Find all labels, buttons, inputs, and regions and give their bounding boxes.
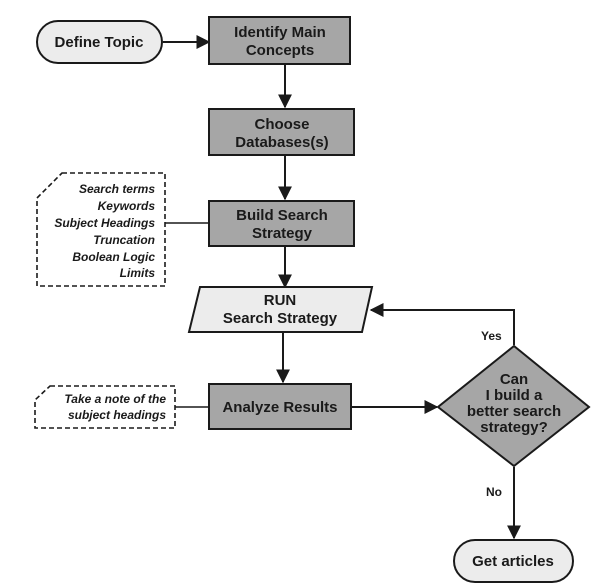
identify-concepts-shape — [208, 16, 351, 65]
run-strategy-node: RUN Search Strategy — [187, 286, 374, 333]
run-strategy-label-line-1: RUN — [264, 292, 297, 309]
build-strategy-node: Build Search Strategy — [208, 200, 355, 247]
decision-label-line-1: Can — [500, 371, 528, 388]
get-articles-node: Get articles — [453, 539, 574, 583]
subject-headings-note-shape — [34, 385, 176, 429]
decision-shape — [436, 344, 591, 468]
search-terms-note-line-2: Keywords — [98, 199, 156, 213]
decision-node: Can I build a better search strategy? — [436, 344, 591, 468]
yes-label: Yes — [481, 329, 502, 343]
run-strategy-shape — [187, 286, 374, 333]
decision-label-line-3: better search — [467, 403, 561, 420]
connectors — [163, 35, 521, 540]
analyze-results-node: Analyze Results — [208, 383, 352, 430]
subject-headings-note-line-1: Take a note of the — [64, 392, 166, 406]
search-terms-note-line-3: Subject Headings — [54, 216, 155, 230]
build-strategy-label-line-1: Build Search — [236, 207, 328, 224]
search-terms-note-line-5: Boolean Logic — [72, 250, 155, 264]
define-topic-shape — [36, 20, 163, 64]
get-articles-label: Get articles — [472, 553, 554, 570]
search-terms-note-line-4: Truncation — [93, 233, 155, 247]
run-strategy-label-line-2: Search Strategy — [223, 310, 338, 327]
choose-databases-shape — [208, 108, 355, 156]
choose-databases-label-line-2: Databases(s) — [235, 134, 328, 151]
no-label: No — [486, 485, 502, 499]
build-strategy-label-line-2: Strategy — [252, 225, 313, 242]
identify-concepts-label-line-1: Identify Main — [234, 24, 326, 41]
identify-concepts-label-line-2: Concepts — [246, 42, 314, 59]
search-terms-note-line-1: Search terms — [79, 182, 155, 196]
define-topic-label: Define Topic — [55, 34, 144, 51]
subject-headings-note-line-2: subject headings — [68, 408, 166, 422]
analyze-results-shape — [208, 383, 352, 430]
search-terms-note-shape — [36, 172, 166, 287]
arrow-decision-yes-to-run — [369, 303, 515, 345]
analyze-results-label: Analyze Results — [222, 399, 337, 416]
decision-label-line-2: I build a — [486, 387, 543, 404]
search-terms-note-line-6: Limits — [120, 266, 156, 280]
choose-databases-label-line-1: Choose — [254, 116, 309, 133]
subject-headings-note: Take a note of the subject headings — [34, 385, 176, 429]
build-strategy-shape — [208, 200, 355, 247]
define-topic-node: Define Topic — [36, 20, 163, 64]
identify-concepts-node: Identify Main Concepts — [208, 16, 351, 65]
choose-databases-node: Choose Databases(s) — [208, 108, 355, 156]
get-articles-shape — [453, 539, 574, 583]
search-terms-note: Search terms Keywords Subject Headings T… — [36, 172, 166, 287]
decision-label-line-4: strategy? — [480, 419, 548, 436]
